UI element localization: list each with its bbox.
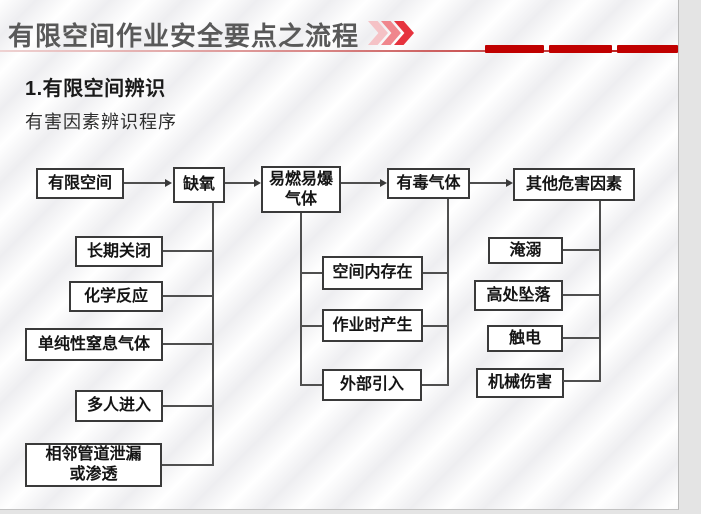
- flow-arrow-head: [165, 179, 172, 187]
- flow-node-flammable-explosive-gas: 易燃易爆 气体: [261, 166, 341, 213]
- flow-node-confined-space: 有限空间: [36, 168, 124, 199]
- section-heading: 1.有限空间辨识: [25, 78, 166, 100]
- connector-line: [212, 203, 214, 466]
- section-subheading: 有害因素辨识程序: [25, 112, 177, 132]
- header-dash: [617, 45, 678, 53]
- header-dash: [485, 45, 544, 53]
- slide: 有限空间作业安全要点之流程 1.有限空间辨识 有害因素辨识程序 有限空间 缺氧 …: [0, 0, 679, 510]
- connector-line: [163, 295, 214, 297]
- connector-line: [563, 249, 600, 251]
- connector-line: [423, 272, 449, 274]
- flowchart: 有限空间 缺氧 易燃易爆 气体 有毒气体 其他危害因素 长期关闭 化学反应 单纯…: [25, 166, 635, 487]
- connector-line: [163, 250, 214, 252]
- flow-arrow-line: [341, 182, 380, 184]
- flow-node-oxygen-deficiency: 缺氧: [173, 167, 225, 203]
- connector-line: [301, 325, 322, 327]
- flow-arrow-line: [225, 182, 254, 184]
- flow-node-fall-from-height: 高处坠落: [474, 280, 563, 311]
- connector-line: [423, 325, 449, 327]
- flow-arrow-head: [380, 179, 387, 187]
- flow-node-drowning: 淹溺: [488, 237, 563, 264]
- flow-node-electric-shock: 触电: [487, 325, 563, 352]
- flow-node-adjacent-pipeline-leakage: 相邻管道泄漏 或渗透: [25, 443, 162, 487]
- connector-line: [300, 213, 302, 386]
- connector-line: [563, 337, 600, 339]
- connector-line: [563, 380, 600, 382]
- flow-node-generated-during-work: 作业时产生: [322, 309, 423, 342]
- flow-node-long-term-closed: 长期关闭: [75, 236, 163, 267]
- triple-chevron-icon: [368, 21, 414, 45]
- flow-arrow-head: [506, 179, 513, 187]
- connector-line: [301, 272, 322, 274]
- flow-arrow-head: [254, 179, 261, 187]
- flow-node-external-introduction: 外部引入: [322, 369, 422, 401]
- connector-line: [163, 405, 214, 407]
- flow-arrow-line: [124, 182, 165, 184]
- flow-node-mechanical-injury: 机械伤害: [476, 368, 564, 398]
- page-title: 有限空间作业安全要点之流程: [8, 21, 360, 51]
- header-rule: [0, 50, 678, 52]
- flow-arrow-line: [470, 182, 506, 184]
- flow-node-chemical-reaction: 化学反应: [69, 281, 163, 312]
- connector-line: [563, 294, 600, 296]
- connector-line: [447, 199, 449, 386]
- flow-node-simple-asphyxiating-gas: 单纯性窒息气体: [25, 328, 163, 361]
- connector-line: [599, 201, 601, 382]
- connector-line: [163, 343, 214, 345]
- flow-node-toxic-gas: 有毒气体: [387, 168, 470, 199]
- connector-line: [162, 464, 214, 466]
- connector-line: [301, 384, 322, 386]
- flow-node-other-hazards: 其他危害因素: [513, 168, 635, 201]
- header-dash: [549, 45, 612, 53]
- connector-line: [422, 384, 449, 386]
- flow-node-exists-in-space: 空间内存在: [322, 256, 423, 290]
- flow-node-multiple-entrants: 多人进入: [75, 390, 163, 422]
